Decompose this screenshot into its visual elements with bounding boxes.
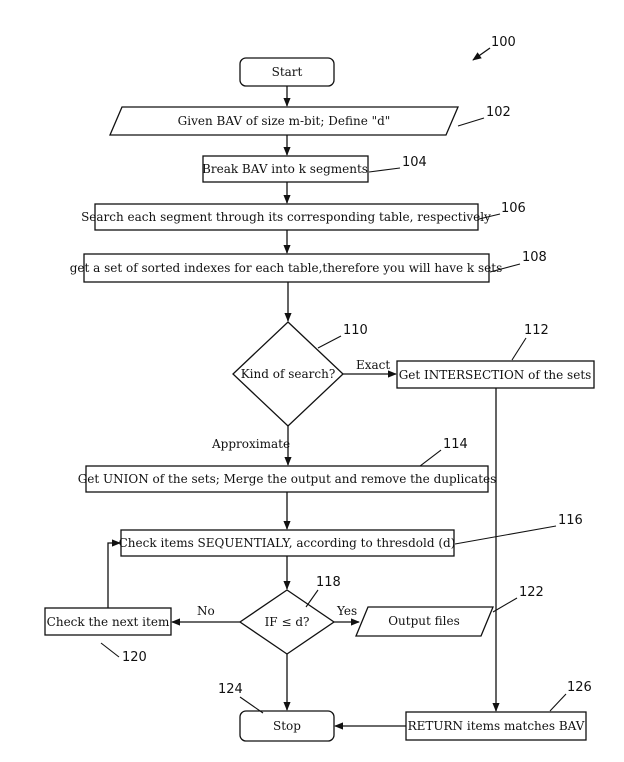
- ref-126: 126: [567, 680, 592, 695]
- return-items-process: [405, 711, 587, 741]
- check-next-process: [44, 607, 172, 636]
- edge-label-exact: Exact: [356, 358, 390, 372]
- ref-106-leader: [478, 213, 501, 220]
- break-bav-process: [202, 155, 369, 183]
- ref-108: 108: [522, 250, 547, 265]
- ref-116-leader: [454, 525, 557, 545]
- ref-110-leader: [317, 335, 342, 349]
- ref-104: 104: [402, 155, 427, 170]
- check-next-label: Check the next item: [47, 615, 170, 629]
- kind-of-search-label: Kind of search?: [241, 367, 336, 381]
- break-bav-label: Break BAV into k segments: [202, 162, 368, 176]
- intersection-process: [396, 360, 595, 389]
- stop-label: Stop: [273, 719, 301, 733]
- check-items-label: Check items SEQUENTIALY, according to th…: [119, 536, 456, 550]
- given-bav-input: [109, 106, 459, 136]
- search-segment-label: Search each segment through its correspo…: [81, 210, 491, 224]
- edge-label-no: No: [197, 604, 215, 618]
- ref-108-leader: [489, 263, 521, 273]
- sorted-indexes-label: get a set of sorted indexes for each tab…: [70, 261, 503, 275]
- figure-number: 100: [491, 35, 516, 50]
- ref-104-leader: [368, 167, 401, 173]
- ref-114: 114: [443, 437, 468, 452]
- ref-124-leader: [239, 696, 264, 714]
- ref-124: 124: [218, 682, 243, 697]
- given-bav-label: Given BAV of size m-bit; Define "d": [178, 114, 391, 128]
- arrow-next-to-check: [107, 539, 121, 608]
- return-items-label: RETURN items matches BAV: [408, 719, 585, 733]
- ref-112: 112: [524, 323, 549, 338]
- ref-118-leader: [305, 589, 319, 608]
- start-label: Start: [272, 65, 303, 79]
- ref-126-leader: [549, 693, 567, 712]
- ref-112-leader: [511, 337, 527, 361]
- ref-114-leader: [419, 449, 442, 467]
- check-items-process: [120, 529, 455, 557]
- ref-120: 120: [122, 650, 147, 665]
- ref-110: 110: [343, 323, 368, 338]
- sorted-indexes-process: [83, 253, 490, 283]
- ref-116: 116: [558, 513, 583, 528]
- output-files-label: Output files: [388, 614, 460, 628]
- search-segment-process: [94, 203, 479, 231]
- ref-118: 118: [316, 575, 341, 590]
- union-process: [85, 465, 489, 493]
- edge-label-approximate: Approximate: [211, 437, 290, 451]
- edge-label-yes: Yes: [336, 604, 357, 618]
- ref-120-leader: [100, 642, 120, 658]
- ref-102-leader: [457, 117, 485, 127]
- ref-122-leader: [492, 597, 518, 613]
- output-files-output: [355, 606, 494, 637]
- ref-122: 122: [519, 585, 544, 600]
- union-label: Get UNION of the sets; Merge the output …: [78, 472, 497, 486]
- intersection-label: Get INTERSECTION of the sets: [399, 368, 592, 382]
- threshold-decision-label: IF ≤ d?: [265, 615, 310, 629]
- ref-106: 106: [501, 201, 526, 216]
- ref-102: 102: [486, 105, 511, 120]
- figure-number-arrow: [472, 47, 491, 61]
- stop-terminal: [239, 710, 335, 742]
